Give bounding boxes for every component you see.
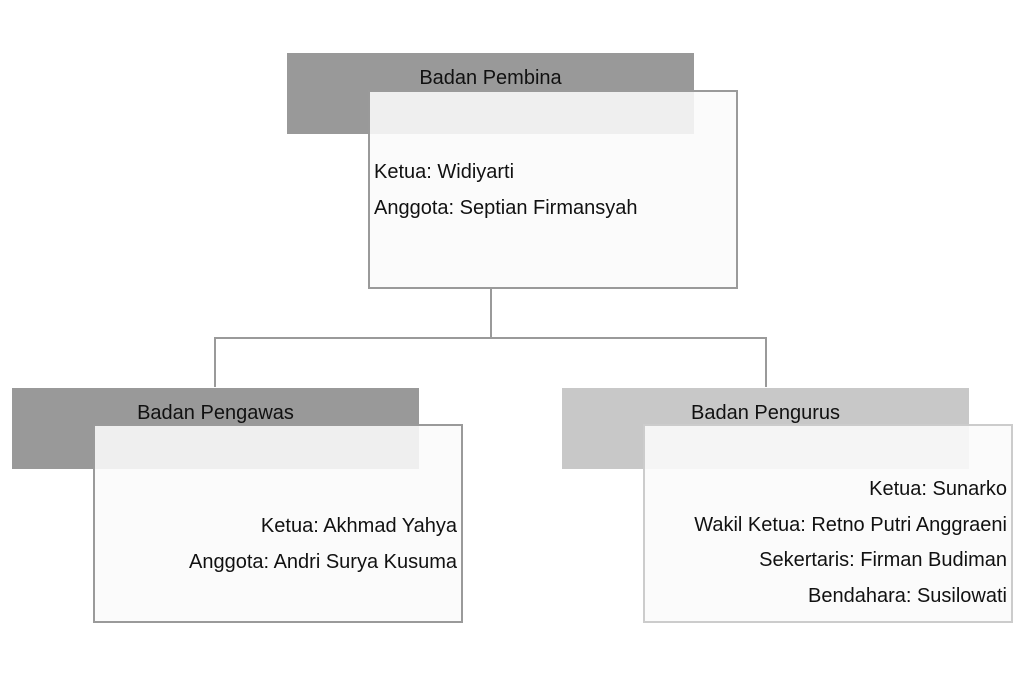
pengurus-title: Badan Pengurus <box>690 402 840 424</box>
connector-trunk <box>490 288 492 338</box>
pengawas-ketua: Ketua: Akhmad Yahya <box>260 515 457 537</box>
pembina-box: Ketua: Widiyarti Anggota: Septian Firman… <box>368 90 738 289</box>
connector-horizontal <box>214 337 767 339</box>
connector-left <box>214 337 216 387</box>
pengurus-sekertaris: Sekertaris: Firman Budiman <box>759 549 1007 571</box>
pengawas-anggota: Anggota: Andri Surya Kusuma <box>189 551 457 573</box>
pengurus-ketua: Ketua: Sunarko <box>869 478 1007 500</box>
pembina-title: Badan Pembina <box>419 67 562 89</box>
pengawas-box: Ketua: Akhmad Yahya Anggota: Andri Surya… <box>93 424 463 623</box>
connector-right <box>765 337 767 387</box>
pembina-anggota: Anggota: Septian Firmansyah <box>374 197 638 219</box>
pembina-ketua: Ketua: Widiyarti <box>374 161 515 183</box>
pengurus-box: Ketua: Sunarko Wakil Ketua: Retno Putri … <box>643 424 1013 623</box>
pengawas-title: Badan Pengawas <box>137 402 294 424</box>
pengurus-bendahara: Bendahara: Susilowati <box>807 584 1007 607</box>
pengurus-wakil: Wakil Ketua: Retno Putri Anggraeni <box>694 513 1007 536</box>
